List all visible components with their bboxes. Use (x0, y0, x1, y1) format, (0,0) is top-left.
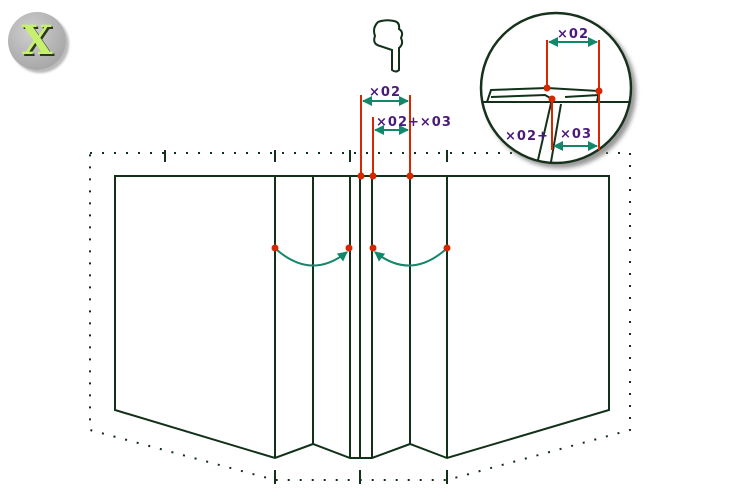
construction-lines (360, 95, 411, 176)
seam-allowance-outline (89, 152, 631, 481)
close-label: X (21, 17, 53, 64)
fold-arrow-left (276, 249, 348, 267)
fold-points (271, 244, 451, 252)
close-button[interactable]: X (8, 12, 66, 70)
notch-marks (164, 150, 448, 484)
label-x02: ×02 (369, 85, 401, 100)
pattern-piece (114, 175, 610, 460)
label-x02-x03: ×02+×03 (376, 115, 452, 130)
detail-label-x02: ×02 (557, 27, 589, 42)
pointing-hand-icon (373, 19, 404, 73)
construction-points (357, 172, 414, 180)
detail-label-x02-plus: ×02+ (505, 129, 549, 144)
detail-magnifier: ×02 ×02+ ×03 (479, 11, 633, 165)
fold-arrow-right (374, 249, 446, 267)
detail-label-x03: ×03 (560, 127, 592, 142)
